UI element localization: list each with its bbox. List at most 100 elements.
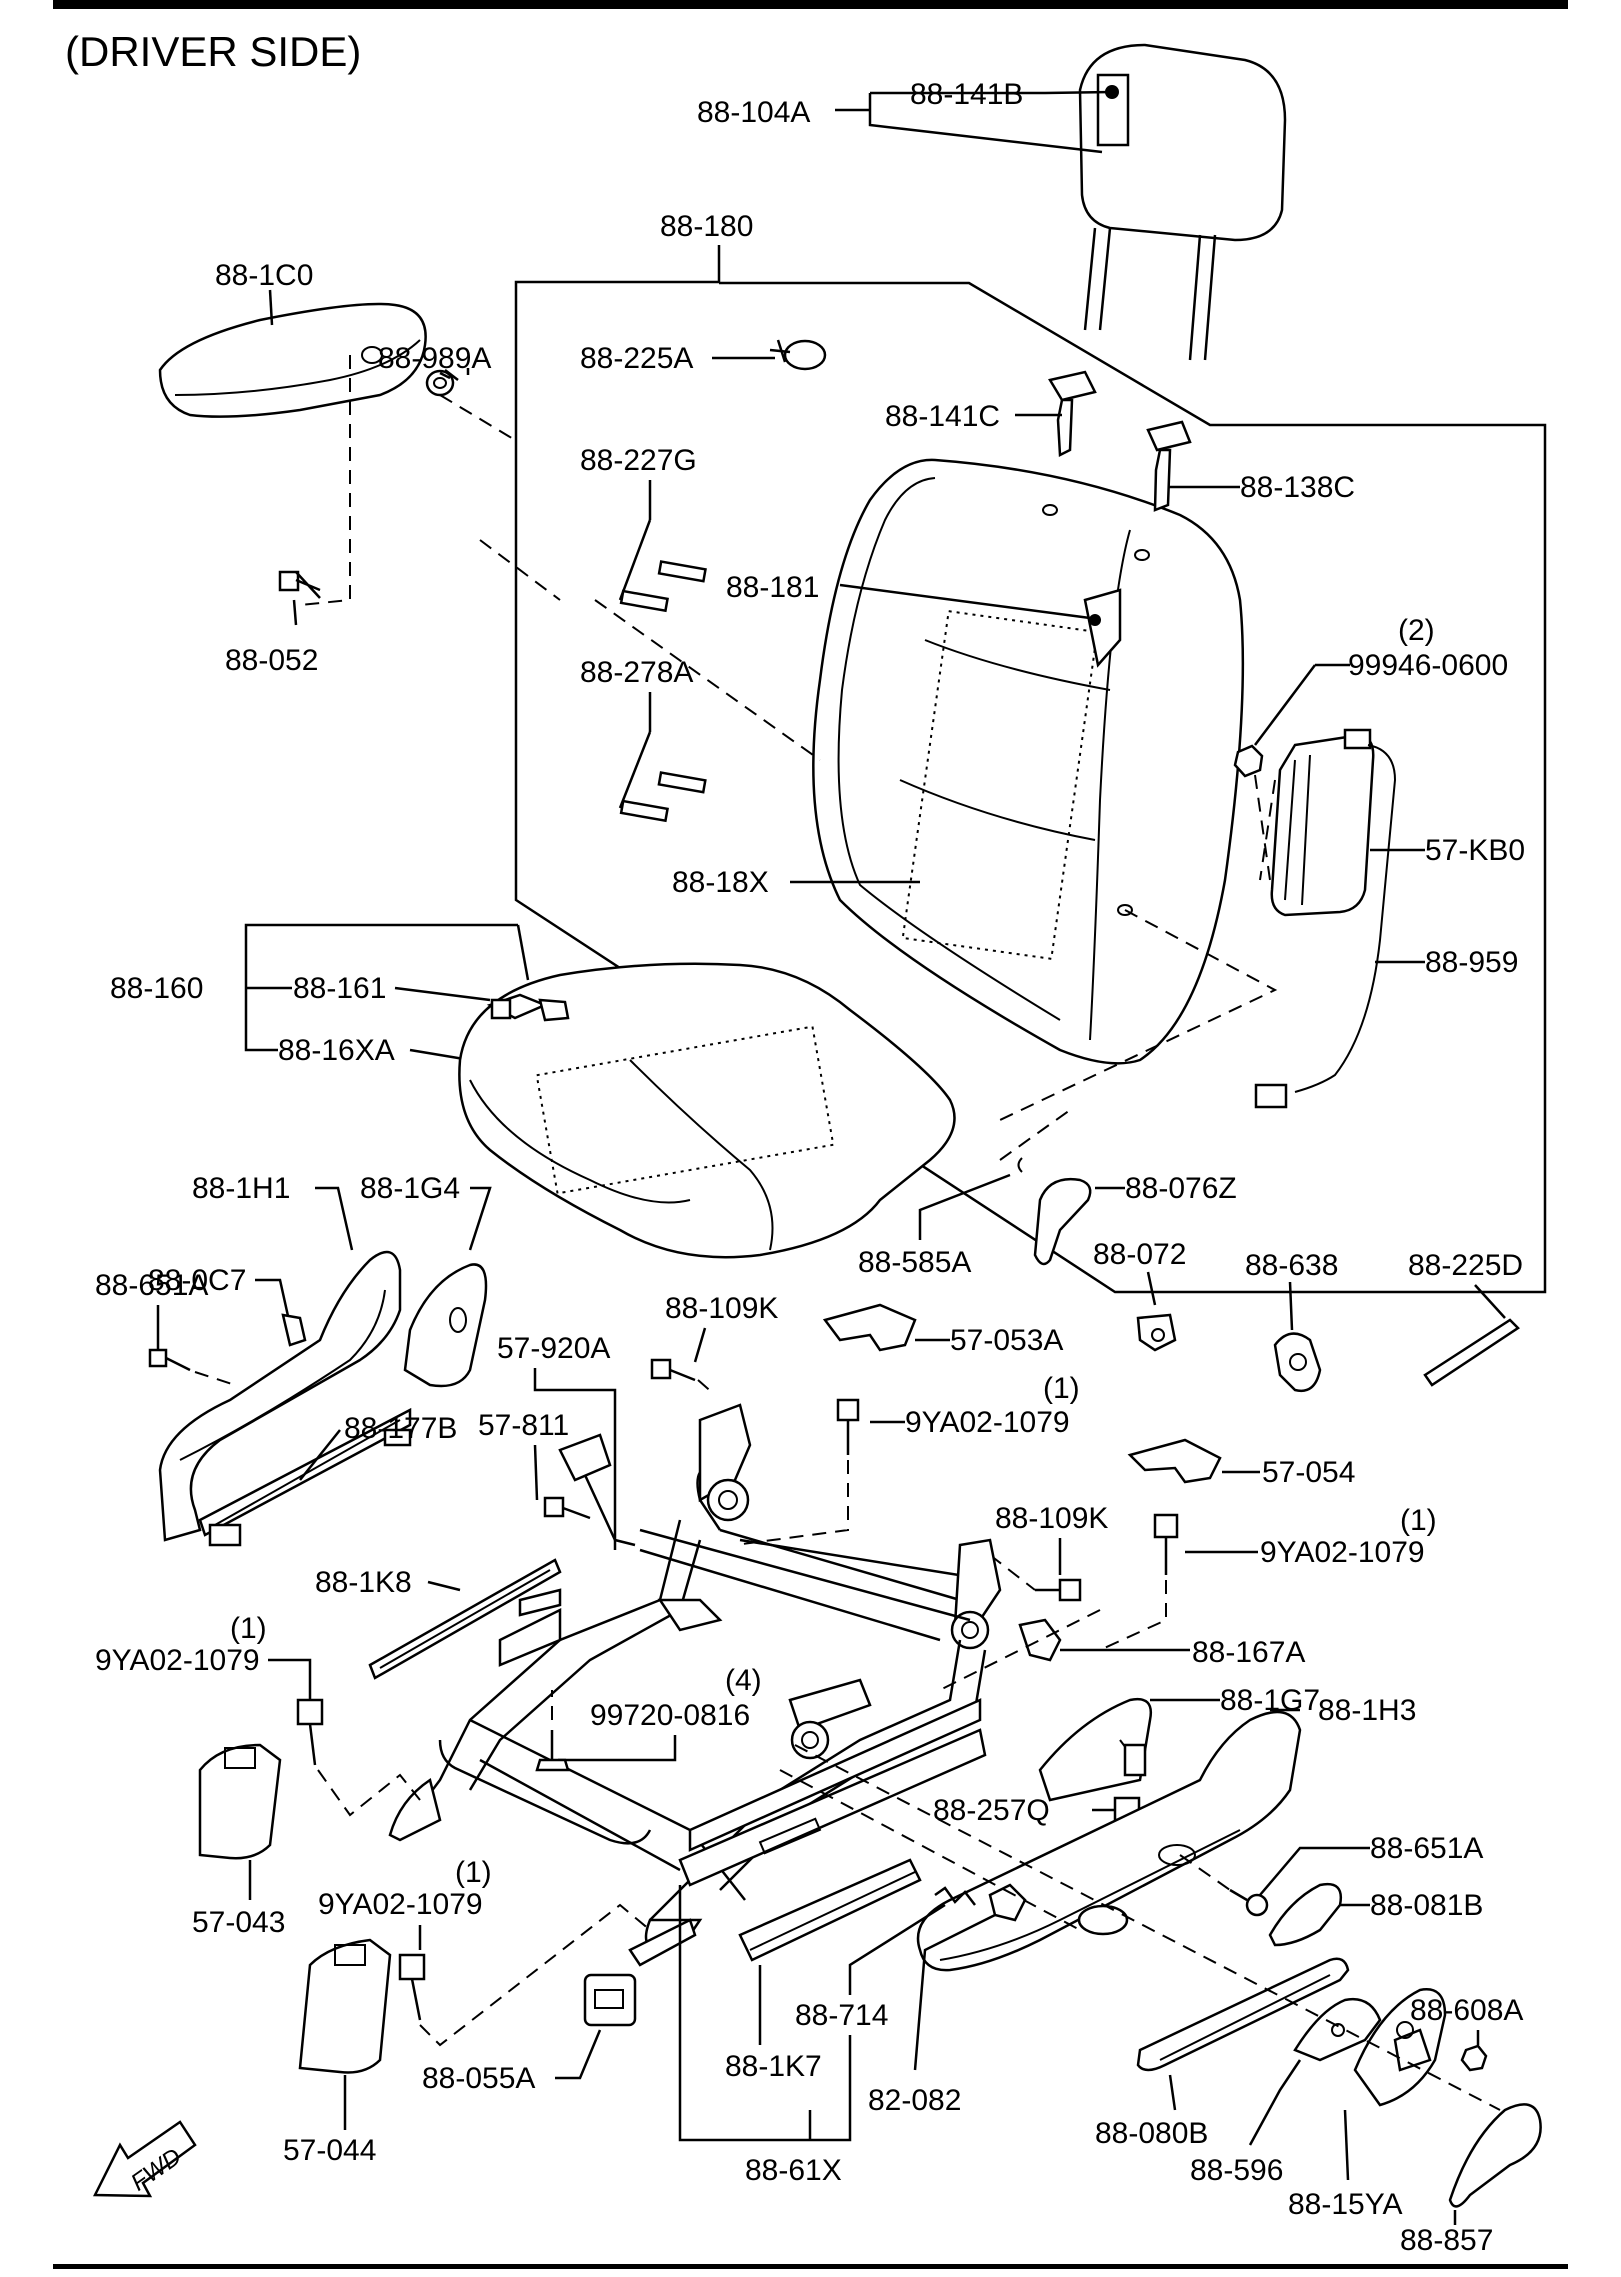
label-57-053A: 57-053A [950,1324,1063,1357]
label-88-989A: 88-989A [378,342,491,375]
headrest [1078,43,1287,361]
label-88-180: 88-180 [660,210,753,243]
cover-88-1G7 [1038,1697,1153,1802]
label-88-1C0: 88-1C0 [215,259,313,292]
bracket-88-167A [1018,1618,1062,1662]
label-88-16XA: 88-16XA [278,1034,395,1067]
forward-arrow: FWD [92,2120,197,2198]
seatback-group-box [514,245,1547,1294]
cover-88-1G4 [403,1263,488,1388]
bracket-88-596 [1293,1997,1382,2062]
bolt-9YA02-3 [296,1698,324,1766]
label-88-177B: 88-177B [344,1412,457,1445]
label-88-15YA: 88-15YA [1288,2188,1403,2221]
bolt-88-109K-mid [1035,1578,1082,1602]
diagram-title: (DRIVER SIDE) [65,28,361,75]
seat-cushion [458,962,956,1259]
cover-57-043 [198,1743,282,1860]
label-88-1H3: 88-1H3 [1318,1694,1416,1727]
bracket-88-61X [678,1885,852,2142]
label-88-1G4: 88-1G4 [360,1172,460,1205]
screw-88-651A-bot [1229,1888,1269,1917]
label-9YA02-1079-2: 9YA02-1079 [1260,1536,1425,1569]
cover-57-053A [822,1303,917,1352]
label-57-811: 57-811 [478,1409,569,1442]
buckle-57-920A [543,1433,636,1547]
label-88-104A: 88-104A [697,96,810,129]
label-88-651A-bot: 88-651A [1370,1832,1483,1865]
label-88-141C: 88-141C [885,400,1000,433]
seat-frame [388,1403,1002,1967]
seatback-cushion [812,458,1245,1065]
label-57-044: 57-044 [283,2134,376,2167]
label-88-278A: 88-278A [580,656,693,689]
lever-88-857 [1448,2103,1542,2208]
label-88-076Z: 88-076Z [1125,1172,1237,1205]
label-9YA02-1079-3: 9YA02-1079 [95,1644,260,1677]
label-99720-qty: (4) [725,1664,762,1697]
label-57-920A: 57-920A [497,1332,610,1365]
label-88-1K8: 88-1K8 [315,1566,412,1599]
clip-88-072 [1136,1313,1177,1352]
label-88-055A: 88-055A [422,2062,535,2095]
label-88-857: 88-857 [1400,2224,1493,2257]
bolt-99720-0816 [535,1730,570,1772]
cap-88-081B [1268,1882,1343,1947]
knob-82-082 [988,1883,1027,1922]
label-88-138C: 88-138C [1240,471,1355,504]
label-57-043: 57-043 [192,1906,285,1939]
label-88-160: 88-160 [110,972,203,1005]
label-88-109K-mid: 88-109K [995,1502,1108,1535]
label-88-651A-top: 88-651A [95,1269,208,1302]
label-99720-0816: 99720-0816 [590,1699,750,1732]
clamp-88-638 [1273,1332,1322,1393]
label-99946-0600: 99946-0600 [1348,649,1508,682]
lever-88-076Z [1017,1157,1092,1266]
clip-88-0C7 [281,1313,307,1347]
label-88-638: 88-638 [1245,1249,1338,1282]
bolt-9YA02-4 [398,1953,426,2021]
label-9YA02-qty-3: (1) [230,1612,267,1645]
label-88-959: 88-959 [1425,946,1518,979]
cover-88-080B [1136,1957,1350,2072]
label-9YA02-1079-1: 9YA02-1079 [905,1406,1070,1439]
side-airbag-module [1233,728,1397,1109]
label-88-714: 88-714 [795,1999,888,2032]
label-9YA02-1079-4: 9YA02-1079 [318,1888,483,1921]
label-9YA02-qty-1: (1) [1043,1372,1080,1405]
screw-88-651A-top [148,1348,191,1372]
label-88-141B: 88-141B [910,78,1023,111]
bolt-9YA02-1 [836,1398,860,1455]
pins-88-227G [619,560,707,613]
bolt-9YA02-2 [1153,1513,1179,1575]
label-88-61X: 88-61X [745,2154,842,2187]
cover-57-044 [298,1938,392,2074]
nut-88-608A [1460,2044,1488,2072]
label-88-585A: 88-585A [858,1246,971,1279]
label-88-181: 88-181 [726,571,819,604]
recliner-88-15YA [1353,1988,1447,2107]
spring-88-714 [934,1886,976,1906]
bottom-rule [53,2264,1568,2269]
clip-88-225A [769,339,827,371]
pins-88-278A [619,771,707,823]
cover-57-054 [1127,1438,1222,1484]
label-88-0C7: 88-0C7 [148,1264,246,1297]
label-88-167A: 88-167A [1192,1636,1305,1669]
label-88-080B: 88-080B [1095,2117,1208,2150]
label-9YA02-qty-2: (1) [1400,1504,1437,1537]
label-57-KB0: 57-KB0 [1425,834,1525,867]
label-99946-qty: (2) [1398,614,1435,647]
label-88-225D: 88-225D [1408,1249,1523,1282]
label-88-1K7: 88-1K7 [725,2050,822,2083]
label-88-072: 88-072 [1093,1238,1186,1271]
tie-88-225D [1423,1318,1520,1387]
label-88-1H1: 88-1H1 [192,1172,290,1205]
leader-104A [868,93,1103,154]
label-88-081B: 88-081B [1370,1889,1483,1922]
label-88-052: 88-052 [225,644,318,677]
label-88-161: 88-161 [293,972,386,1005]
cover-88-1K8 [368,1558,562,1680]
